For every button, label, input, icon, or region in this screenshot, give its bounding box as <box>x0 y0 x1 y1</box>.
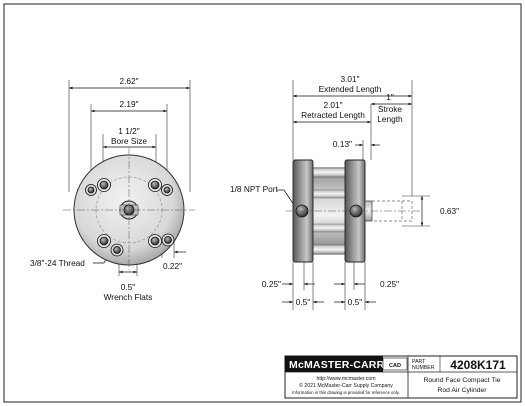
description-line-1: Round Face Compact Tie <box>423 377 500 384</box>
dim-left-05: 0.5" <box>296 297 311 307</box>
dim-retracted-label: Retracted Length <box>301 110 365 120</box>
dim-stroke-label-1: Stroke <box>378 104 402 114</box>
thread-label: 3/8"-24 Thread <box>30 258 85 268</box>
dim-bore-size-label: Bore Size <box>111 136 147 146</box>
front-view: 2.62" 2.19" 1 1/2" Bore Size 3/8"-24 Thr… <box>30 76 195 302</box>
page-border <box>3 3 522 403</box>
dim-stroke-value: 1" <box>386 92 394 102</box>
dim-extended-label: Extended Length <box>319 84 382 94</box>
description-line-2: Rod Air Cylinder <box>437 387 487 394</box>
dim-right-025: 0.25" <box>380 279 399 289</box>
dim-rod-offset: 0.13" <box>333 139 352 149</box>
part-label-1: PART <box>412 359 426 365</box>
brand-banner <box>285 356 383 372</box>
dim-extended-value: 3.01" <box>340 74 359 84</box>
dim-flats-value: 0.5" <box>121 282 136 292</box>
dim-overall-width: 2.62" <box>119 76 138 86</box>
dim-rod-height: 0.63" <box>440 206 459 216</box>
website: http://www.mcmaster.com <box>316 376 375 382</box>
copyright: © 2021 McMaster-Carr Supply Company <box>299 382 393 389</box>
side-view: 3.01" Extended Length 2.01" Retracted Le… <box>230 74 459 310</box>
title-block: McMASTER-CARR CAD PART NUMBER 4208K171 h… <box>284 355 518 399</box>
port-label: 1/8 NPT Port <box>230 184 278 194</box>
dim-flats-label: Wrench Flats <box>104 292 153 302</box>
cad-label: CAD <box>389 363 401 369</box>
dim-bore-size-value: 1 1/2" <box>118 126 139 136</box>
notice: Information in this drawing is provided … <box>292 390 400 395</box>
brand-logo: McMASTER-CARR <box>289 359 385 371</box>
part-label-2: NUMBER <box>412 365 435 371</box>
tie-rod-bolts <box>85 178 175 257</box>
dim-stroke-label-2: Length <box>377 114 403 124</box>
dim-bolt-spacing: 2.19" <box>119 99 138 109</box>
part-number: 4208K171 <box>450 358 506 372</box>
dim-retracted-value: 2.01" <box>323 100 342 110</box>
dim-left-025: 0.25" <box>262 279 281 289</box>
dim-right-05: 0.5" <box>348 297 363 307</box>
dim-port-offset: 0.22" <box>163 261 182 271</box>
